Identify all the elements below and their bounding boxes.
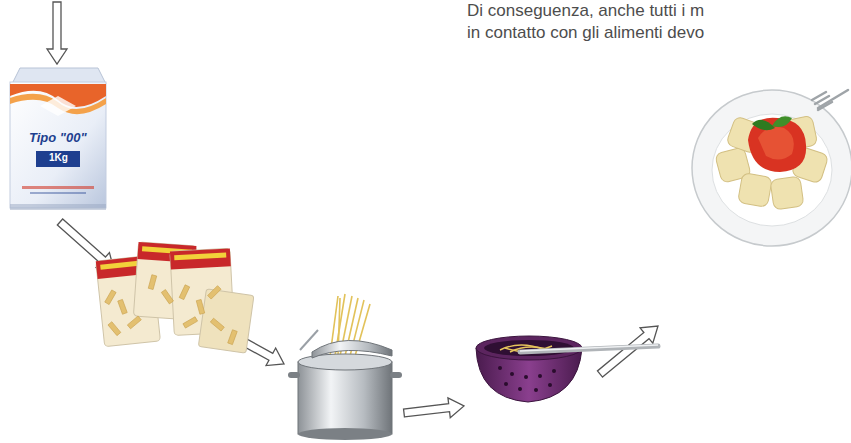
pasta-packages [96, 242, 254, 353]
package-label: Tipo "00" [29, 131, 87, 146]
colander [476, 336, 658, 402]
body-text: Di conseguenza, anche tutti i m [467, 1, 704, 21]
flow-arrow [597, 326, 658, 377]
package-weight: 1Kg [49, 152, 68, 164]
flow-arrows [47, 2, 658, 418]
body-text: in contatto con gli alimenti devo [467, 23, 704, 43]
ravioli-plate [692, 90, 851, 246]
flow-arrow [404, 398, 464, 418]
pasta-pot [288, 294, 402, 440]
flow-arrow [47, 2, 67, 64]
flour-bag [10, 68, 106, 210]
